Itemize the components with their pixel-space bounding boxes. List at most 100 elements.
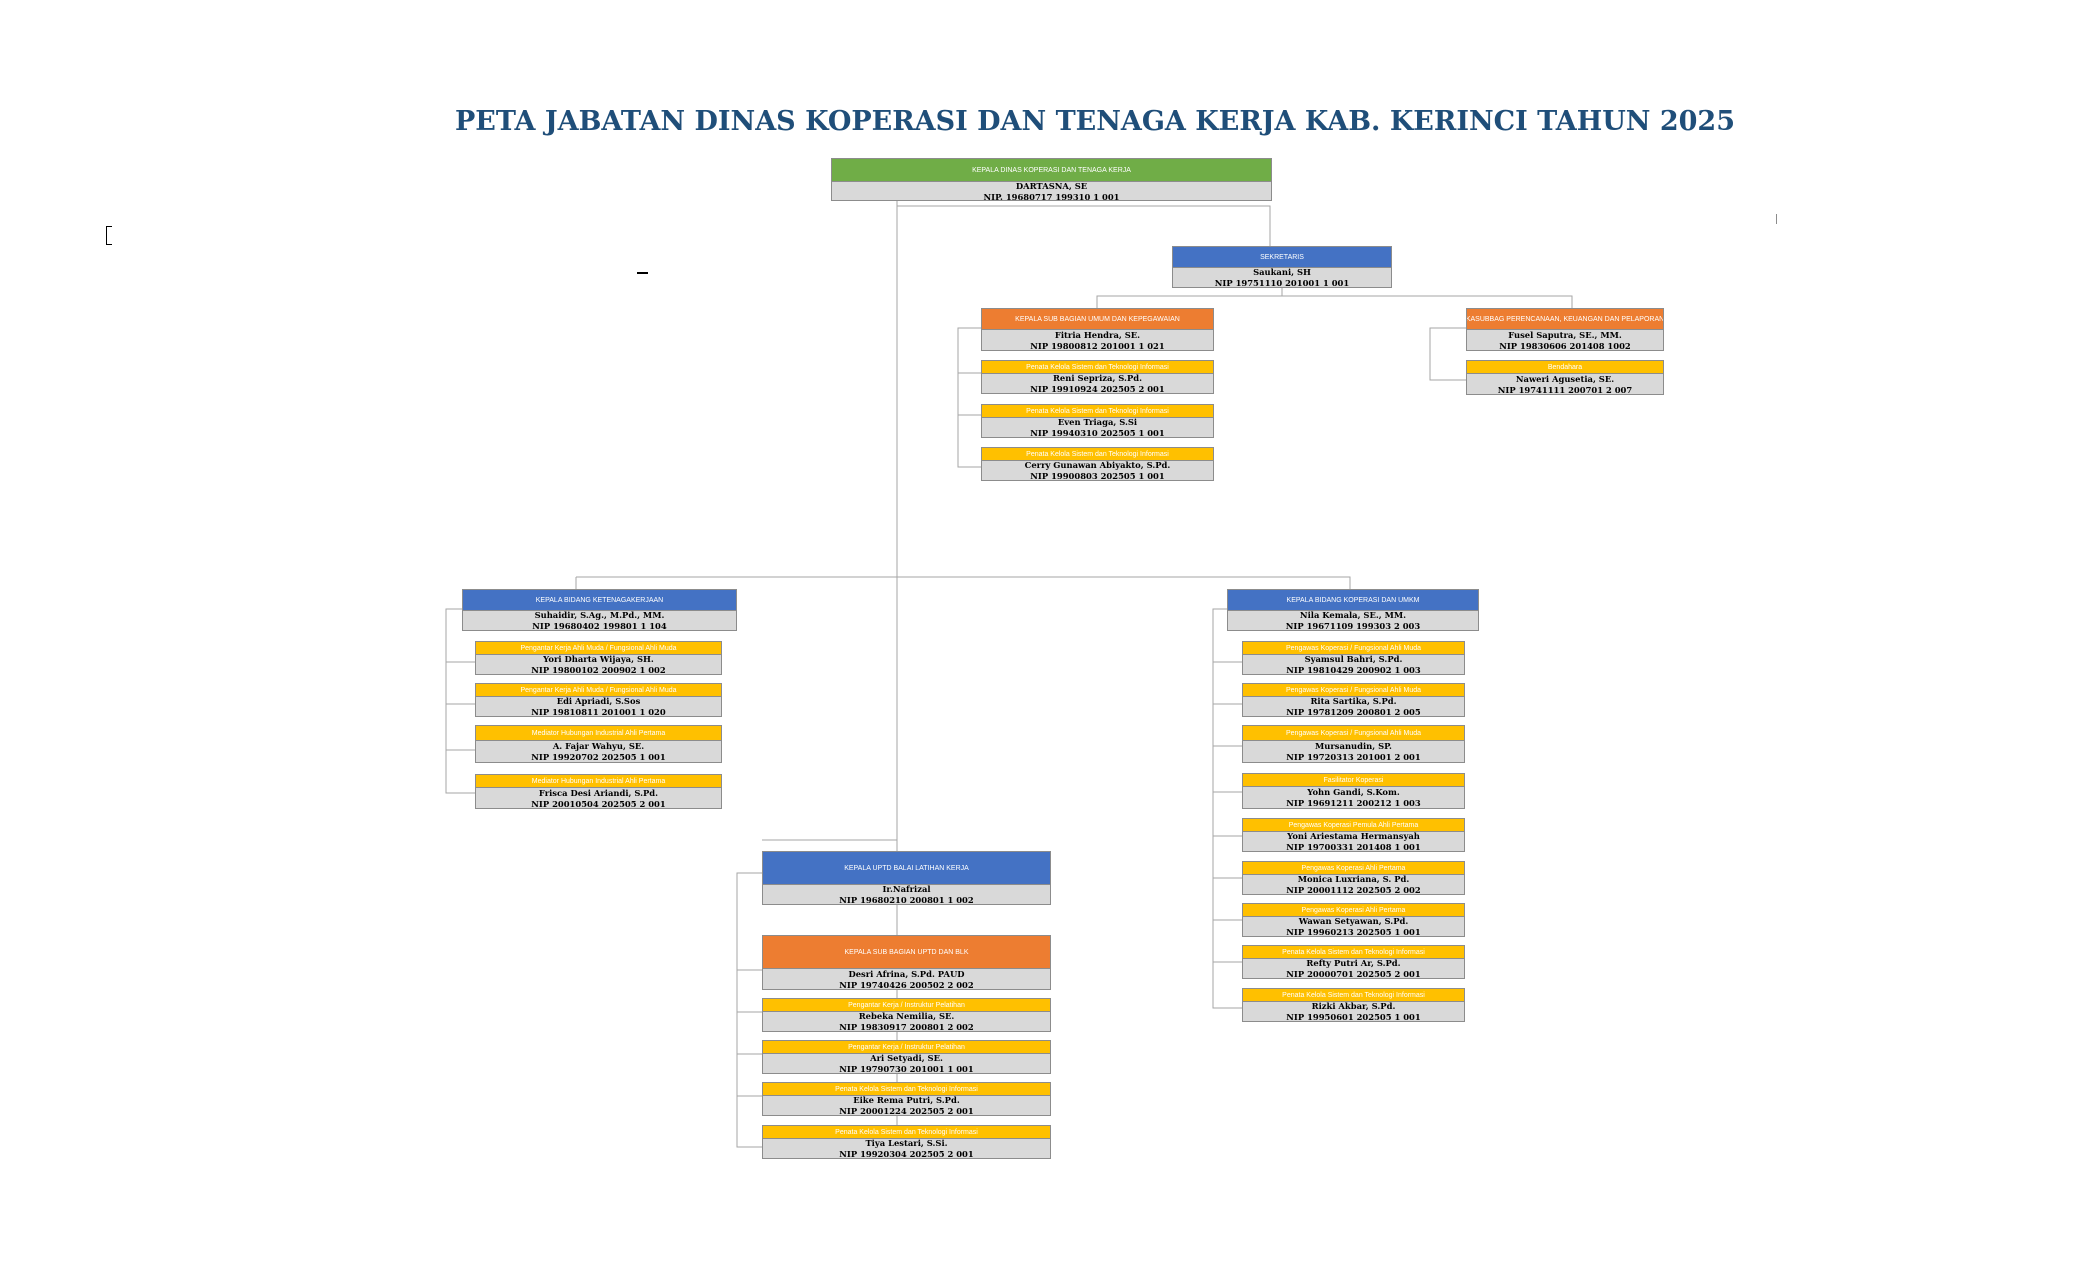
position-title: Penata Kelola Sistem dan Teknologi Infor… [1243,946,1464,959]
holder-nip: NIP 19940310 202505 1 001 [1030,428,1165,438]
position-title: Pengantar Kerja Ahli Muda / Fungsional A… [476,642,721,655]
position-title: SEKRETARIS [1173,247,1391,268]
position-box-kop-staf-8: Penata Kelola Sistem dan Teknologi Infor… [1242,945,1465,979]
position-title: Pengantar Kerja / Instruktur Pelatihan [763,1041,1050,1054]
holder-name: Nila Kemala, SE., MM. [1299,610,1407,620]
position-box-kasubbag-perencanaan: KASUBBAG PERENCANAAN, KEUANGAN DAN PELAP… [1466,308,1664,351]
holder-name: Yori Dharta Wijaya, SH. [543,654,654,664]
position-title: KEPALA SUB BAGIAN UPTD DAN BLK [763,936,1050,969]
holder-name: DARTASNA, SE [1015,180,1088,191]
position-box-uptd-staf-4: Penata Kelola Sistem dan Teknologi Infor… [762,1125,1051,1159]
position-box-umum-staf-2: Penata Kelola Sistem dan Teknologi Infor… [981,404,1214,438]
holder-name: Saukani, SH [1253,267,1311,277]
holder-name: A. Fajar Wahyu, SE. [552,741,645,751]
holder-name: Fitria Hendra, SE. [1054,329,1141,340]
holder-name: Ir.Nafrizal [882,884,931,894]
position-holder: Cerry Gunawan Abiyakto, S.Pd.NIP 1990080… [982,460,1213,480]
position-box-umum-staf-1: Penata Kelola Sistem dan Teknologi Infor… [981,360,1214,394]
position-title: Mediator Hubungan Industrial Ahli Pertam… [476,775,721,788]
holder-name: Eike Rema Putri, S.Pd. [853,1095,960,1105]
position-holder: Suhaidir, S.Ag., M.Pd., MM.NIP 19680402 … [463,610,736,631]
holder-nip: NIP 19800102 200902 1 002 [531,665,666,675]
position-title: Pengawas Koperasi / Fungsional Ahli Muda [1243,642,1464,655]
position-title: KEPALA BIDANG KETENAGAKERJAAN [463,590,736,611]
holder-nip: NIP 20000701 202505 2 001 [1286,969,1421,979]
holder-name: Even Triaga, S.Si [1057,417,1138,427]
position-holder: Mursanudin, SP.NIP 19720313 201001 2 001 [1243,741,1464,762]
holder-nip: NIP 19691211 200212 1 003 [1286,798,1421,808]
position-box-naker-staf-1: Pengantar Kerja Ahli Muda / Fungsional A… [475,641,722,675]
position-title: Pengantar Kerja / Instruktur Pelatihan [763,999,1050,1012]
holder-name: Refty Putri Ar, S.Pd. [1306,958,1401,968]
holder-nip: NIP 19920304 202505 2 001 [839,1149,974,1159]
holder-name: Cerry Gunawan Abiyakto, S.Pd. [1024,460,1171,470]
position-holder: Frisca Desi Ariandi, S.Pd.NIP 20010504 2… [476,788,721,809]
holder-name: Reni Sepriza, S.Pd. [1052,373,1143,383]
holder-name: Tiya Lestari, S.Si. [865,1138,948,1148]
holder-nip: NIP 20001112 202505 2 002 [1286,885,1421,895]
position-holder: Wawan Setyawan, S.Pd.NIP 19960213 202505… [1243,916,1464,936]
holder-name: Desri Afrina, S.Pd. PAUD [848,968,965,979]
stray-tick-mark [1776,214,1777,224]
position-box-naker-staf-4: Mediator Hubungan Industrial Ahli Pertam… [475,774,722,809]
holder-nip: NIP 19810811 201001 1 020 [531,707,666,717]
position-title: Penata Kelola Sistem dan Teknologi Infor… [1243,989,1464,1002]
holder-nip: NIP 19910924 202505 2 001 [1030,384,1165,394]
holder-nip: NIP. 19680717 199310 1 001 [983,191,1120,201]
holder-nip: NIP 19680210 200801 1 002 [839,895,974,905]
position-box-uptd-staf-3: Penata Kelola Sistem dan Teknologi Infor… [762,1082,1051,1116]
holder-name: Ari Setyadi, SE. [870,1053,943,1063]
holder-name: Mursanudin, SP. [1315,741,1392,751]
holder-name: Edi Apriadi, S.Sos [556,696,641,706]
position-title: Pengawas Koperasi / Fungsional Ahli Muda [1243,726,1464,741]
position-holder: Monica Luxriana, S. Pd.NIP 20001112 2025… [1243,874,1464,895]
holder-nip: NIP 20010504 202505 2 001 [531,798,666,809]
position-title: Pengawas Koperasi / Fungsional Ahli Muda [1243,684,1464,697]
holder-name: Monica Luxriana, S. Pd. [1297,874,1410,884]
holder-nip: NIP 19700331 201408 1 001 [1286,842,1421,852]
holder-name: Frisca Desi Ariandi, S.Pd. [538,787,659,798]
position-box-kop-staf-9: Penata Kelola Sistem dan Teknologi Infor… [1242,988,1465,1022]
page-title: PETA JABATAN DINAS KOPERASI DAN TENAGA K… [455,106,1735,137]
position-title: Pengantar Kerja Ahli Muda / Fungsional A… [476,684,721,697]
position-holder: Yori Dharta Wijaya, SH.NIP 19800102 2009… [476,654,721,675]
position-title: Penata Kelola Sistem dan Teknologi Infor… [982,448,1213,461]
holder-nip: NIP 19741111 200701 2 007 [1497,384,1633,395]
position-holder: Fitria Hendra, SE.NIP 19800812 201001 1 … [982,330,1213,351]
position-title: KEPALA BIDANG KOPERASI DAN UMKM [1228,590,1478,611]
position-holder: Rita Sartika, S.Pd.NIP 19781209 200801 2… [1243,696,1464,717]
position-box-naker-staf-3: Mediator Hubungan Industrial Ahli Pertam… [475,725,722,763]
position-holder: Reni Sepriza, S.Pd.NIP 19910924 202505 2… [982,373,1213,394]
position-title: Pengawas Koperasi Pemula Ahli Pertama [1243,819,1464,832]
holder-name: Rizki Akbar, S.Pd. [1311,1001,1396,1011]
holder-name: Suhaidir, S.Ag., M.Pd., MM. [534,610,665,620]
position-title: KEPALA UPTD BALAI LATIHAN KERJA [763,852,1050,885]
holder-name: Rita Sartika, S.Pd. [1310,696,1397,706]
holder-name: Naweri Agusetia, SE. [1515,373,1615,384]
stray-bracket-mark [106,226,107,245]
stray-dash-mark [637,272,648,274]
holder-nip: NIP 19680402 199801 1 104 [532,621,667,631]
position-box-kop-staf-3: Pengawas Koperasi / Fungsional Ahli Muda… [1242,725,1465,763]
position-title: Fasilitator Koperasi [1243,774,1464,787]
holder-nip: NIP 19751110 201001 1 001 [1214,278,1350,288]
position-title: Bendahara [1467,361,1663,374]
position-holder: Ari Setyadi, SE.NIP 19790730 201001 1 00… [763,1053,1050,1073]
position-title: Penata Kelola Sistem dan Teknologi Infor… [982,361,1213,374]
holder-nip: NIP 19781209 200801 2 005 [1286,707,1421,717]
position-title: Pengawas Koperasi Ahli Pertama [1243,904,1464,917]
